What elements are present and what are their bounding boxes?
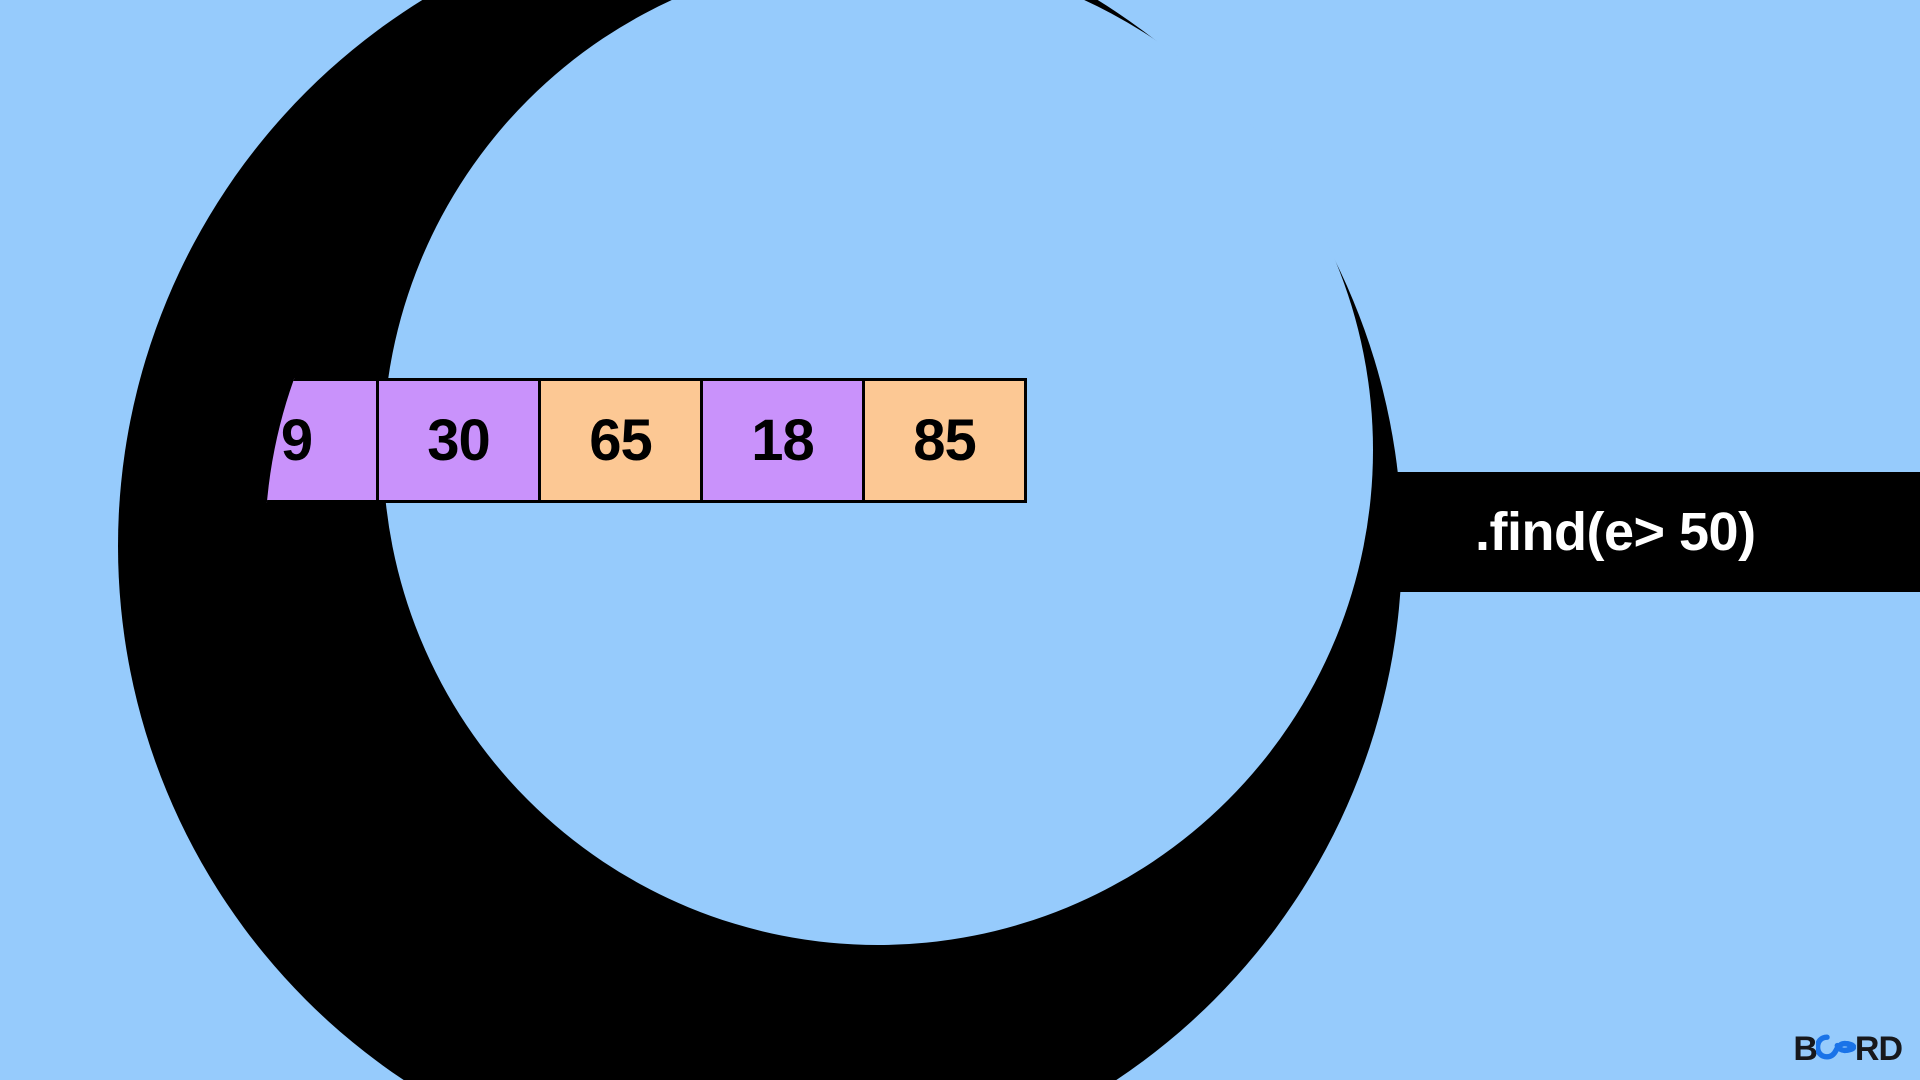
infinity-icon: [1814, 1032, 1857, 1066]
brand-logo-suffix: RD: [1854, 1030, 1903, 1068]
find-expression-label: .find(e> 50): [1475, 502, 1756, 562]
brand-logo-prefix: B: [1793, 1030, 1818, 1068]
magnifier-ring: [118, 0, 1402, 1080]
brand-logo: B RD: [1793, 1030, 1903, 1068]
magnifier-lens: [383, 0, 1373, 945]
